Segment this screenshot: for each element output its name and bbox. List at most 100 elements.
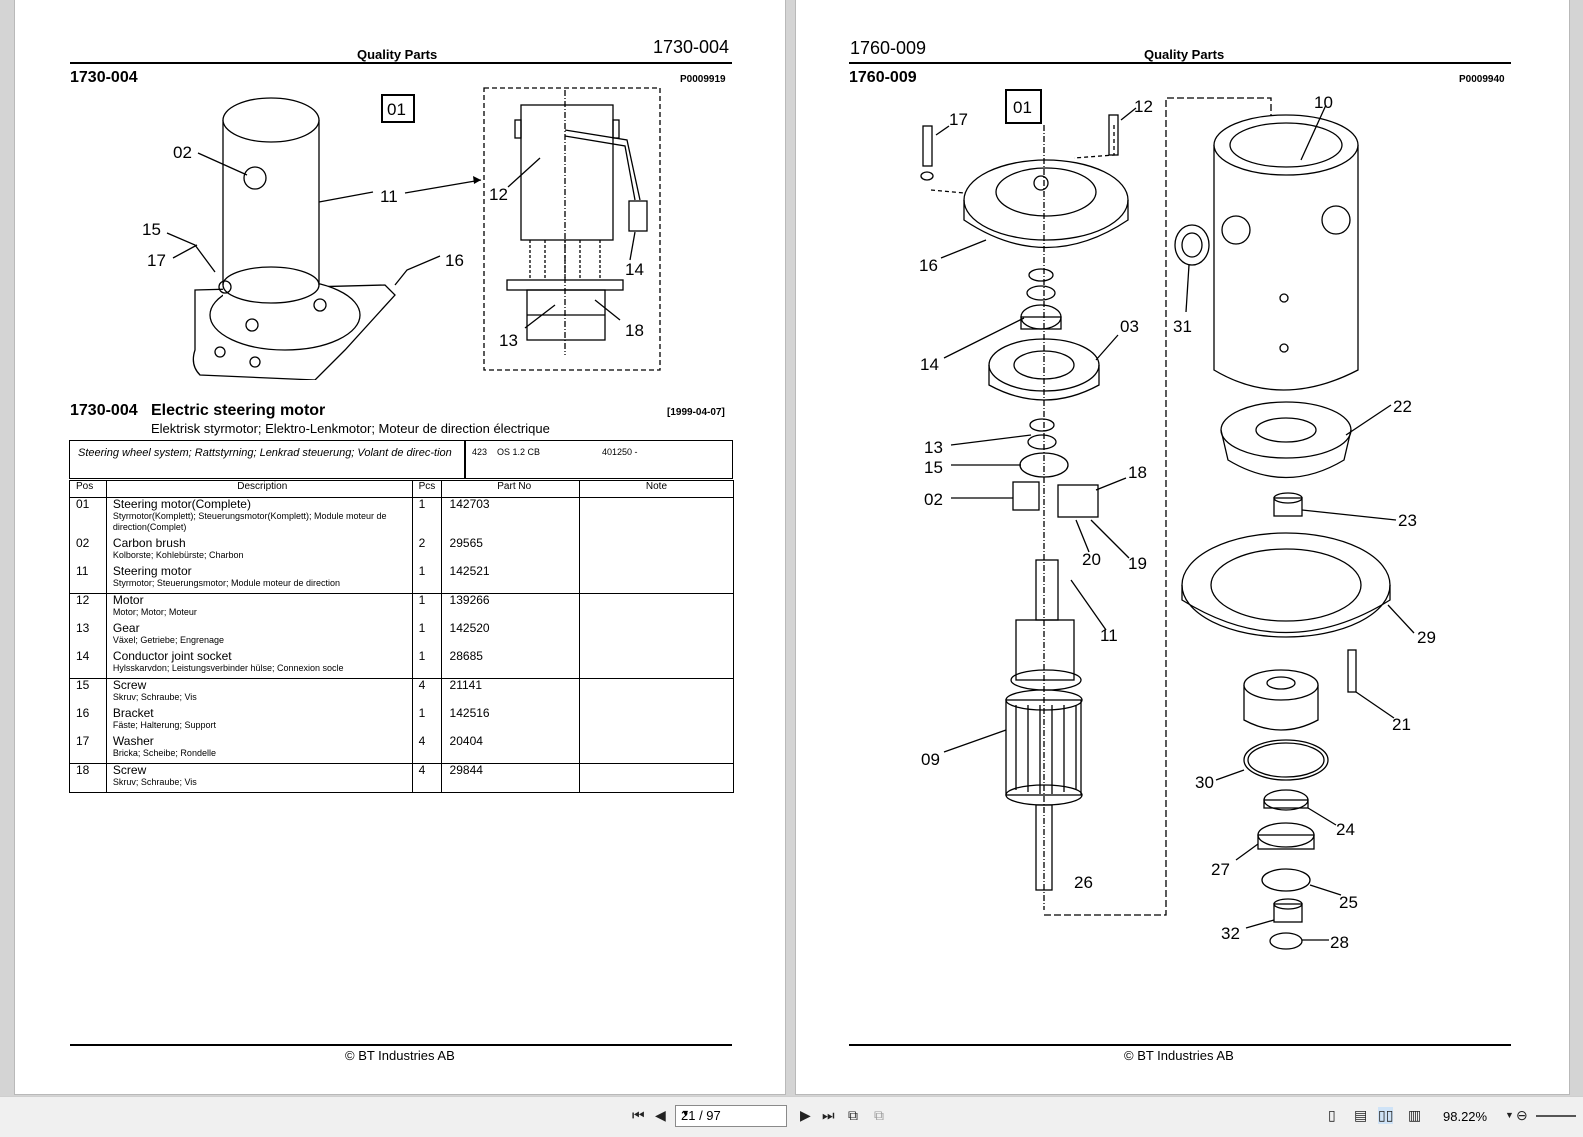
row-desc-translation: Växel; Getriebe; Engrenage [112,635,224,645]
row-note [578,537,735,565]
row-desc-translation: Bricka; Scheibe; Rondelle [112,748,216,758]
prev-page-button[interactable]: ◀ [655,1107,666,1123]
chevron-down-icon: ▼ [681,1108,690,1118]
two-page-view-icon[interactable]: ▯▯ [1378,1107,1394,1124]
footer-rule [70,1044,732,1046]
header-rule [849,62,1511,64]
svg-text:14: 14 [625,260,644,279]
section-title: Electric steering motor [151,402,326,419]
svg-text:10: 10 [1314,93,1333,112]
row-desc-translation: Fäste; Halterung; Support [112,720,216,730]
svg-text:17: 17 [147,251,166,270]
row-pcs: 1 [411,650,442,679]
row-part-no: 21141 [440,678,580,707]
svg-text:01: 01 [1013,98,1032,117]
image-ref: P0009919 [680,74,726,85]
row-note [578,497,735,537]
zoom-slider[interactable] [1536,1115,1576,1117]
row-desc-translation: Skruv; Schraube; Vis [112,692,197,702]
col-pos: Pos [69,480,107,498]
col-part-no: Part No [440,480,580,498]
col-pcs: Pcs [411,480,442,498]
next-page-button[interactable]: ▶ [800,1107,811,1123]
page-number-select[interactable]: 21 / 97 ▼ [675,1105,787,1127]
two-page-continuous-icon[interactable]: ▥ [1408,1107,1422,1123]
row-desc-main: Gear [112,621,140,635]
row-pos: 12 [69,593,107,622]
system-description: Steering wheel system; Rattstyrning; Len… [78,447,452,459]
svg-text:18: 18 [625,321,644,340]
svg-text:18: 18 [1128,463,1147,482]
section-translations: Elektrisk styrmotor; Elektro-Lenkmotor; … [151,421,550,436]
row-note [578,622,735,650]
row-note [578,678,735,707]
svg-text:03: 03 [1120,317,1139,336]
row-pos: 01 [69,497,107,537]
row-pos: 17 [69,735,107,764]
svg-text:29: 29 [1417,628,1436,647]
svg-text:17: 17 [949,110,968,129]
svg-text:16: 16 [445,251,464,270]
row-note [578,650,735,679]
single-page-view-icon[interactable]: ▯ [1328,1107,1336,1123]
row-desc-translation: Skruv; Schraube; Vis [112,777,197,787]
row-part-no: 20404 [440,735,580,764]
row-pcs: 1 [411,497,442,537]
row-desc-main: Conductor joint socket [112,649,232,663]
zoom-level[interactable]: 98.22% [1443,1109,1488,1124]
row-note [578,707,735,735]
steering-motor-diagram: 01 02 11 12 14 15 17 16 13 18 [142,87,661,380]
copyright: © BT Industries AB [345,1048,455,1063]
paste-icon[interactable]: ⧉ [874,1107,884,1123]
row-pos: 15 [69,678,107,707]
row-desc-main: Bracket [112,706,154,720]
svg-text:19: 19 [1128,554,1147,573]
footer-rule [849,1044,1511,1046]
section-code: 1730-004 [70,69,138,86]
first-page-button[interactable]: ⏮ [632,1107,645,1123]
system-header-box: Steering wheel system; Rattstyrning; Len… [69,440,733,479]
zoom-out-icon[interactable]: ⊖ [1516,1107,1528,1123]
svg-text:11: 11 [380,187,398,206]
row-note [578,565,735,594]
svg-text:30: 30 [1195,773,1214,792]
row-pcs: 4 [411,735,442,764]
svg-text:32: 32 [1221,924,1240,943]
col-description: Description [105,480,413,498]
row-desc-main: Screw [112,678,147,692]
section-code: 1760-009 [849,69,917,86]
copy-icon[interactable]: ⧉ [848,1107,858,1123]
row-pcs: 4 [411,678,442,707]
section-number: 1730-004 [70,402,138,419]
row-part-no: 142521 [440,565,580,594]
row-pcs: 1 [411,707,442,735]
continuous-view-icon[interactable]: ▤ [1354,1107,1368,1123]
row-desc-translation: Styrmotor; Steuerungsmotor; Module moteu… [112,578,341,588]
row-desc-main: Washer [112,734,154,748]
svg-text:22: 22 [1393,397,1412,416]
motor-exploded-diagram: 01 17 12 10 16 14 03 13 15 02 18 20 19 1… [919,89,1436,952]
right-page: 1760-009 Quality Parts 1760-009 P0009940 [796,0,1569,1094]
svg-text:11: 11 [1100,626,1118,645]
row-desc-main: Steering motor(Complete) [112,497,251,511]
revision-date: [1999-04-07] [667,407,725,418]
row-pos: 14 [69,650,107,679]
zoom-dropdown-icon[interactable]: ▼ [1505,1110,1514,1120]
svg-text:25: 25 [1339,893,1358,912]
row-desc-main: Screw [112,763,147,777]
row-desc-main: Steering motor [112,564,192,578]
row-description: Steering motor(Complete)Styrmotor(Komple… [105,497,413,537]
last-page-button[interactable]: ⏭ [822,1107,835,1123]
